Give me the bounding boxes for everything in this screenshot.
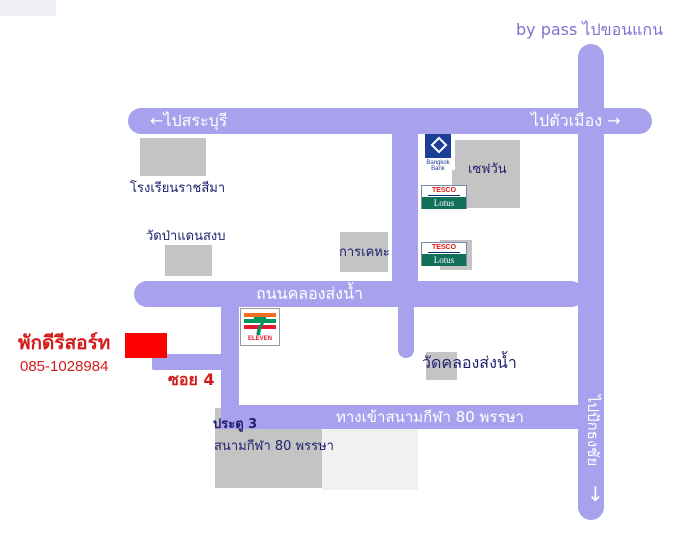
block-temple-khlong [426, 352, 457, 380]
place-garage: การเคหะ [339, 245, 390, 260]
tesco-lotus-logo-1: TESCO Lotus [421, 185, 467, 209]
road-label-stadium-entrance: ทางเข้าสนามกีฬา 80 พรรษา [336, 408, 524, 426]
corner-patch [0, 0, 56, 16]
bangkok-bank-mark-icon [425, 134, 451, 158]
road-label-saraburi: ←ไปสระบุรี [150, 111, 228, 130]
seven-eleven-logo: 7 ELEVEN [240, 308, 280, 346]
place-gate: ประตู 3 [213, 417, 258, 432]
tesco-text: TESCO [431, 187, 457, 194]
lotus-text: Lotus [422, 254, 466, 266]
place-school: โรงเรียนราชสีมา [130, 181, 226, 196]
block-school [140, 138, 206, 176]
block-temple-pa [165, 245, 212, 276]
bangkok-bank-logo: Bangkok Bank [421, 134, 455, 172]
road-stadium [221, 405, 593, 429]
road-soi4-horizontal [152, 354, 239, 370]
road-label-bypass: by pass ไปขอนแกน [516, 20, 664, 39]
block-garage [340, 232, 388, 272]
road-soi4-vertical [221, 300, 239, 405]
road-label-pakthongchai: ไปปักธงชัย [584, 395, 602, 467]
resort-soi: ซอย 4 [168, 370, 215, 389]
resort-marker[interactable] [125, 333, 167, 358]
block-stadium-back [322, 428, 418, 490]
place-temple-khlong: วัดคลองส่งน้ำ [422, 353, 517, 372]
tesco-lotus-logo-2: TESCO Lotus [421, 242, 467, 266]
lotus-text: Lotus [422, 197, 466, 209]
place-stadium: สนามกีฬา 80 พรรษา [214, 439, 334, 454]
road-label-city: ไปตัวเมือง → [531, 111, 621, 130]
seven-stripe-orange [244, 313, 276, 317]
road-connector [392, 121, 418, 299]
tesco-text: TESCO [431, 244, 457, 251]
arrow-down-icon: ↓ [587, 482, 604, 506]
seven-number: 7 [252, 311, 268, 341]
road-bypass [578, 44, 604, 520]
road-network [128, 44, 652, 520]
seven-stripe-red [244, 325, 276, 329]
tesco-bar [428, 252, 460, 253]
resort-name: พักดีรีสอร์ท [18, 332, 111, 354]
bangkok-bank-text: Bangkok Bank [426, 160, 450, 172]
tesco-bar [428, 195, 460, 196]
place-sevenbank: เซฟวัน [468, 162, 507, 177]
road-top [128, 108, 652, 134]
seven-stripe-green [244, 319, 276, 323]
place-temple-pa: วัดป่าแดนสงบ [146, 229, 226, 244]
road-middle [134, 281, 584, 307]
seven-text: ELEVEN [247, 336, 272, 342]
road-label-khlong: ถนนคลองส่งน้ำ [256, 284, 363, 303]
resort-phone: 085-1028984 [20, 358, 109, 375]
road-soi-stub [398, 300, 414, 358]
